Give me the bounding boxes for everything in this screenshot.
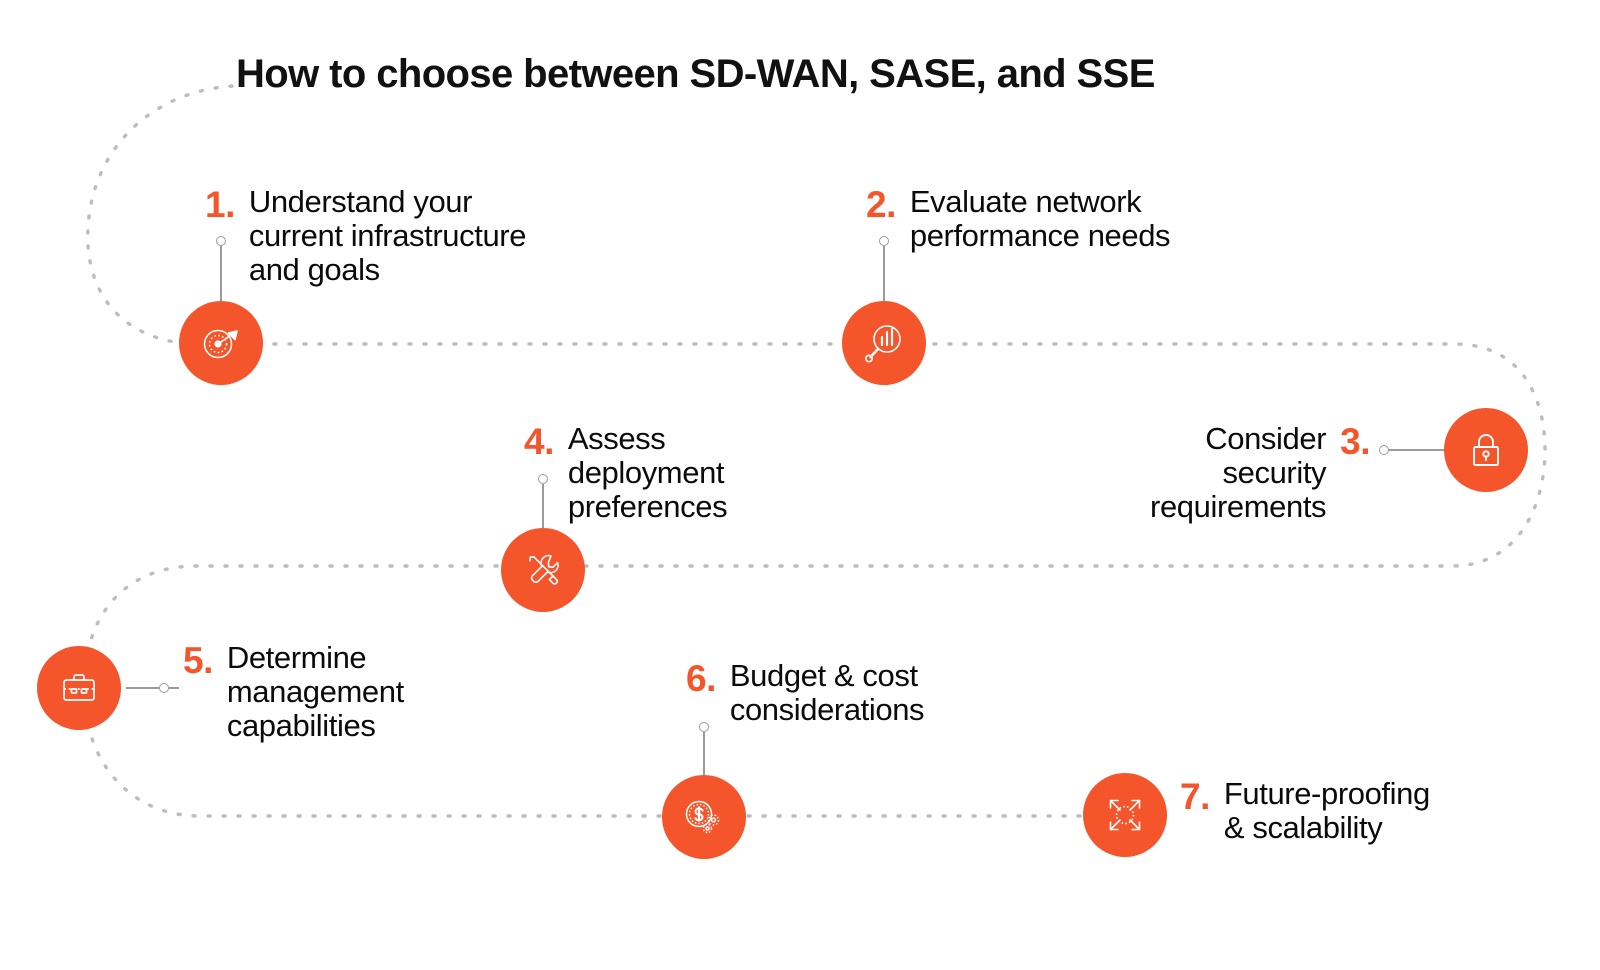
wrench-screwdriver-icon bbox=[521, 548, 565, 592]
step-1-node-target-arrow[interactable] bbox=[179, 301, 263, 385]
padlock-icon bbox=[1465, 429, 1507, 471]
step-4-stem-dot bbox=[538, 474, 548, 484]
step-3-number: 3. bbox=[1340, 421, 1370, 462]
step-6-number: 6. bbox=[686, 658, 716, 699]
step-3-label: Consider security requirements bbox=[1150, 421, 1327, 524]
step-4-label: Assess deployment preferences bbox=[567, 421, 728, 524]
step-1-stem-dot bbox=[216, 236, 226, 246]
step-7-node-expand-arrows[interactable] bbox=[1083, 773, 1167, 857]
step-2-stem-dot bbox=[879, 236, 889, 246]
step-4-stem bbox=[542, 484, 544, 528]
page-title: How to choose between SD-WAN, SASE, and … bbox=[236, 52, 1155, 96]
step-2-text-block: 2. Evaluate network performance needs bbox=[866, 184, 1171, 253]
expand-arrows-icon bbox=[1101, 791, 1149, 839]
step-2-number: 2. bbox=[866, 184, 896, 225]
step-7-text-block: 7. Future-proofing & scalability bbox=[1180, 777, 1430, 845]
step-6-stem-dot bbox=[699, 722, 709, 732]
step-3-stem-dot bbox=[1379, 445, 1389, 455]
step-1-text-block: 1. Understand your current infrastructur… bbox=[205, 185, 526, 287]
step-6-text-block: 6. Budget & cost considerations bbox=[686, 658, 925, 727]
step-3-text-block: 3. Consider security requirements bbox=[1045, 422, 1370, 524]
dollar-coin-gears-icon bbox=[681, 794, 727, 840]
step-2-node-magnifier-chart[interactable] bbox=[842, 301, 926, 385]
magnifier-bar-chart-icon bbox=[861, 320, 907, 366]
step-6-label: Budget & cost considerations bbox=[729, 658, 925, 727]
step-7-label: Future-proofing & scalability bbox=[1223, 776, 1430, 845]
step-1-stem bbox=[220, 246, 222, 308]
step-5-stem-dot bbox=[159, 683, 169, 693]
step-4-node-wrench-screwdriver[interactable] bbox=[501, 528, 585, 612]
step-3-node-padlock[interactable] bbox=[1444, 408, 1528, 492]
step-5-label: Determine management capabilities bbox=[226, 640, 404, 743]
step-7-number: 7. bbox=[1180, 776, 1210, 817]
step-5-text-block: 5. Determine management capabilities bbox=[183, 641, 404, 743]
step-2-label: Evaluate network performance needs bbox=[909, 184, 1171, 253]
briefcase-icon bbox=[57, 666, 101, 710]
step-2-stem bbox=[883, 246, 885, 308]
step-4-text-block: 4. Assess deployment preferences bbox=[524, 421, 728, 524]
step-1-number: 1. bbox=[205, 184, 235, 225]
step-3-stem bbox=[1389, 449, 1451, 451]
step-6-node-dollar-gears[interactable] bbox=[662, 775, 746, 859]
step-6-stem bbox=[703, 732, 705, 780]
step-5-number: 5. bbox=[183, 640, 213, 681]
step-4-number: 4. bbox=[524, 421, 554, 462]
step-1-label: Understand your current infrastructure a… bbox=[248, 184, 527, 287]
step-5-node-briefcase[interactable] bbox=[37, 646, 121, 730]
target-arrow-icon bbox=[197, 319, 245, 367]
step-5-stem bbox=[126, 687, 179, 689]
